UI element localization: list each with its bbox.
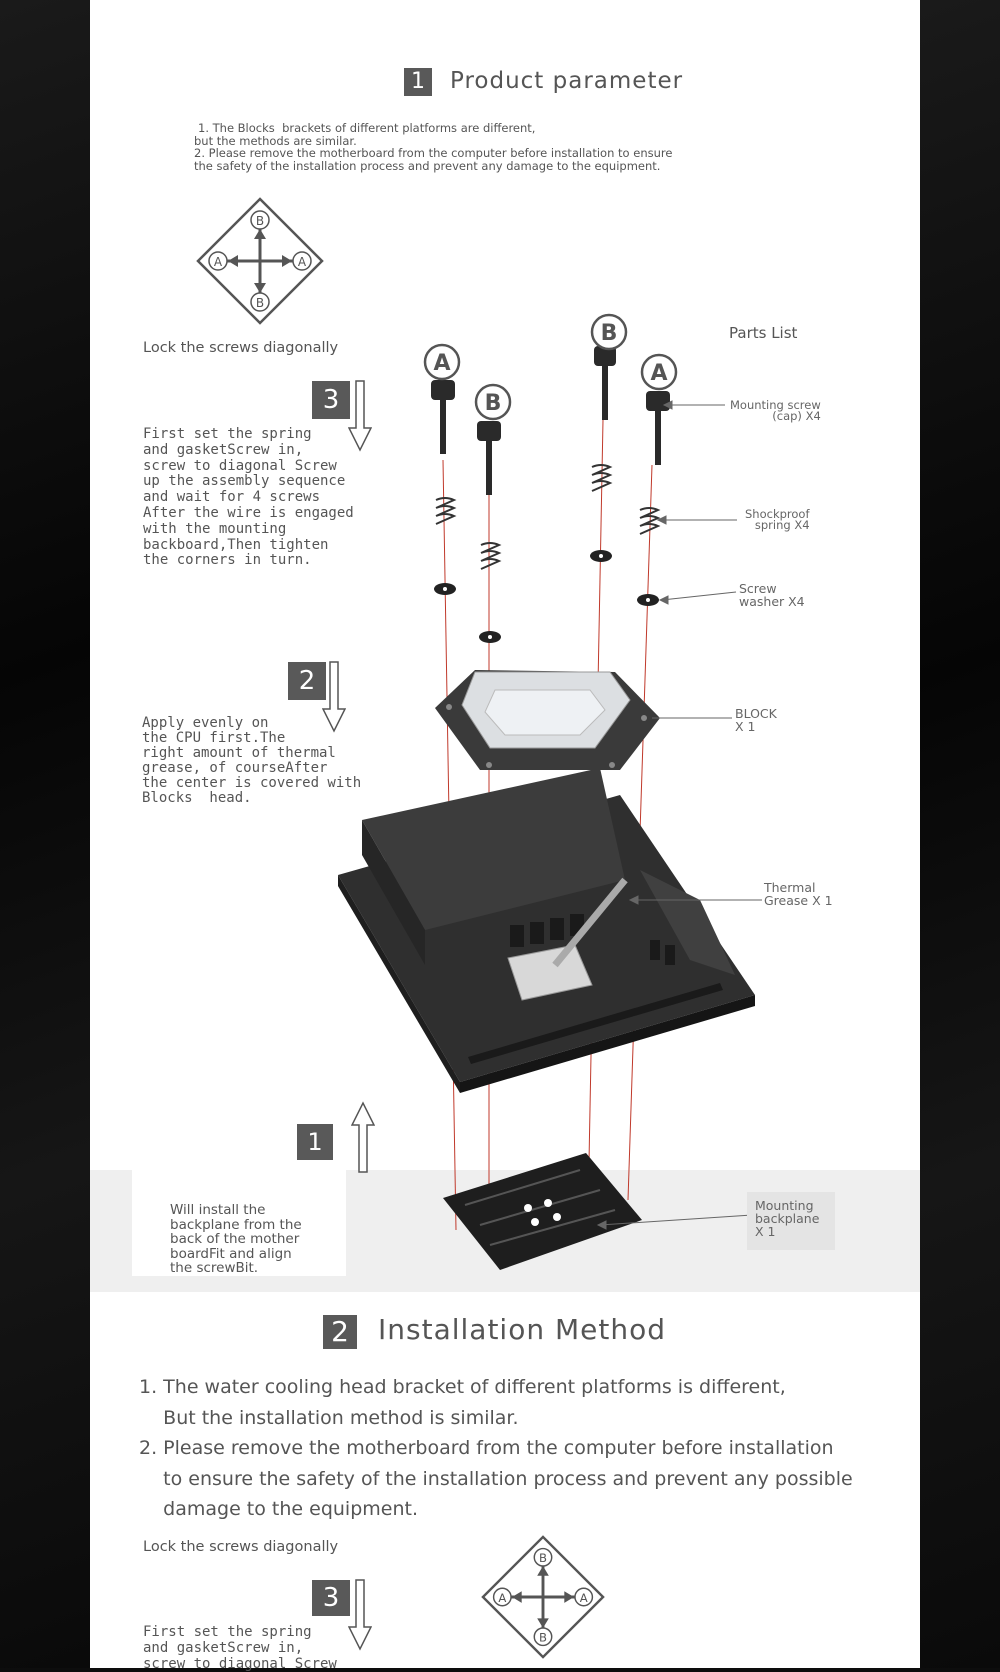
parts-list-title: Parts List <box>729 324 798 342</box>
diagonal-order-diagram: B B A A <box>196 197 324 325</box>
diamond-label-a-left: A <box>498 1591 506 1605</box>
diagonal-order-diagram-2: B B A A <box>481 1535 605 1659</box>
note-line: 1. The Blocks brackets of different plat… <box>198 121 536 135</box>
spring-graphics <box>435 464 661 570</box>
diamond-label-b-top: B <box>256 214 264 228</box>
installation-notes: 1. The water cooling head bracket of dif… <box>139 1372 853 1525</box>
arrow-down-icon <box>348 1579 372 1651</box>
water-block-graphic <box>435 670 660 770</box>
arrow-down-icon <box>348 380 372 452</box>
diamond-label-b-bottom: B <box>256 296 264 310</box>
step2-instructions: Apply evenly on the CPU first.The right … <box>142 715 362 806</box>
screw-label-b: B <box>601 321 618 346</box>
exploded-assembly-illustration: A B B A <box>338 313 762 1270</box>
arrow-down-icon <box>322 661 346 733</box>
backplane-graphic <box>443 1153 642 1270</box>
screw-label-b: B <box>485 391 502 416</box>
motherboard-graphic <box>338 768 755 1093</box>
section2-step3-instructions: First set the spring and gasketScrew in,… <box>143 1624 337 1672</box>
step3-instructions: First set the spring and gasketScrew in,… <box>143 426 354 569</box>
lock-screws-text: Lock the screws diagonally <box>143 340 339 356</box>
step1-instructions: Will install the backplane from the back… <box>170 1202 302 1276</box>
section1-title: Product parameter <box>450 68 684 94</box>
left-dark-border <box>0 0 90 1668</box>
step3-number-badge: 3 <box>312 381 350 419</box>
backplane-label-box <box>747 1192 835 1250</box>
screw-label-a: A <box>433 351 450 376</box>
section2-step3-number-badge: 3 <box>312 1580 350 1616</box>
section1-number-badge: 1 <box>404 68 432 96</box>
screw-label-a: A <box>650 361 667 386</box>
section2-title: Installation Method <box>378 1313 666 1346</box>
installation-item: 2. Please remove the motherboard from th… <box>139 1437 853 1520</box>
right-dark-border <box>920 0 1000 1668</box>
step2-number-badge: 2 <box>288 662 326 700</box>
step1-number-badge: 1 <box>297 1124 333 1160</box>
part-label-thermal-grease: Thermal Grease X 1 <box>764 880 833 908</box>
washer-graphics <box>434 550 659 643</box>
installation-item: 1. The water cooling head bracket of dif… <box>139 1376 786 1429</box>
part-label-shockproof-spring: Shockproof spring X4 <box>745 507 810 532</box>
lock-screws-text-2: Lock the screws diagonally <box>143 1539 339 1555</box>
arrow-up-icon <box>351 1101 375 1173</box>
part-label-mounting-backplane: Mounting backplane X 1 <box>755 1198 820 1239</box>
section2-number-badge: 2 <box>323 1315 357 1349</box>
note-line: 2. Please remove the motherboard from th… <box>194 146 673 160</box>
note-line: but the methods are similar. <box>194 133 357 148</box>
diamond-label-a-right: A <box>580 1591 588 1605</box>
diamond-label-b-bottom: B <box>539 1631 547 1645</box>
part-label-block: BLOCK X 1 <box>735 706 777 734</box>
part-label-screw-washer: Screw washer X4 <box>739 581 805 609</box>
diamond-label-a-left: A <box>214 255 223 269</box>
diamond-label-a-right: A <box>298 255 307 269</box>
section1-notes: 1. The Blocks brackets of different plat… <box>194 122 672 172</box>
note-line: the safety of the installation process a… <box>194 158 661 173</box>
screw-graphics <box>431 346 670 495</box>
part-label-mounting-screw: Mounting screw (cap) X4 <box>730 398 821 423</box>
diamond-label-b-top: B <box>539 1551 547 1565</box>
